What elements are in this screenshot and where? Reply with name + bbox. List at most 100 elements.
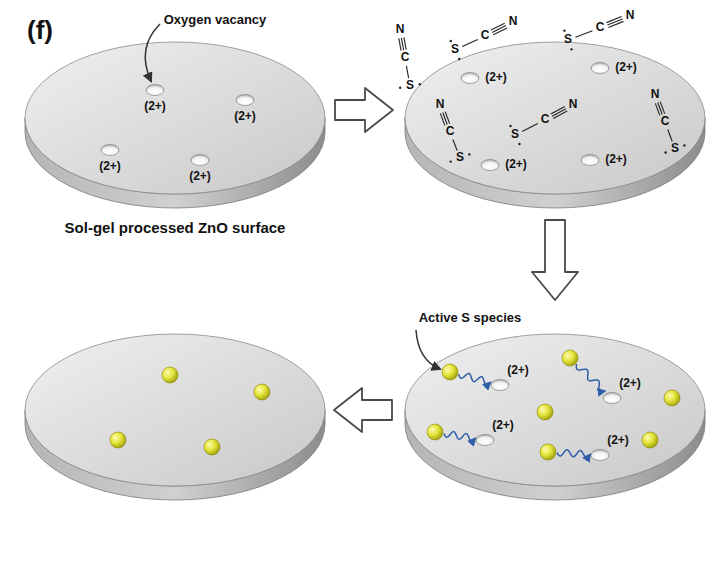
chemical-bond (445, 112, 449, 124)
charge-label: (2+) (234, 110, 256, 123)
atom-symbol: N (509, 15, 518, 28)
charge-label: (2+) (492, 419, 514, 432)
charge-label: (2+) (615, 61, 637, 74)
chemical-bond (462, 39, 478, 46)
oxygen-vacancy (603, 393, 621, 404)
lone-pair-dot (683, 144, 685, 146)
sulfur-sphere (204, 439, 220, 455)
atom-symbol: N (396, 23, 405, 36)
sulfur-sphere (427, 424, 443, 440)
lone-pair-dot (518, 143, 520, 145)
oxygen-vacancy (476, 435, 494, 446)
chemical-bond (406, 66, 408, 78)
process-arrow (335, 88, 393, 132)
lone-pair-dot (449, 160, 451, 162)
sulfur-sphere (562, 350, 578, 366)
chemical-bond (401, 38, 403, 50)
atom-symbol: S (671, 142, 679, 155)
sulfur-sphere (110, 432, 126, 448)
oxygen-vacancy (146, 85, 164, 96)
panel-label: (f) (27, 16, 53, 45)
molecule-group (399, 17, 686, 163)
atom-symbol: S (456, 151, 464, 164)
lone-pair-dot (419, 83, 421, 85)
atom-symbol: N (651, 88, 660, 101)
lone-pair-dot (509, 125, 511, 127)
zno-surface (25, 42, 325, 194)
sulfur-sphere (642, 432, 658, 448)
chemical-bond (608, 21, 623, 27)
sulfur-sphere (540, 444, 556, 460)
sulfur-sphere (254, 384, 270, 400)
chemical-bond (575, 31, 592, 37)
charge-label: (2+) (607, 434, 629, 447)
chemical-bond (493, 28, 507, 35)
chemical-bond (404, 37, 406, 49)
atom-symbol: C (541, 113, 550, 126)
charge-label: (2+) (189, 170, 211, 183)
lone-pair-dot (664, 151, 666, 153)
charge-label: (2+) (605, 153, 627, 166)
zno-surface (25, 334, 325, 486)
diffusion-arrow (557, 450, 590, 458)
charge-label: (2+) (144, 100, 166, 113)
zno-surface (405, 334, 705, 486)
atom-symbol: S (451, 43, 459, 56)
atom-symbol: S (511, 128, 519, 141)
oxygen-vacancy (191, 155, 209, 166)
lone-pair-dot (399, 87, 401, 89)
lone-pair-dot (458, 58, 460, 60)
chemical-bond (399, 38, 401, 50)
atom-symbol: C (481, 29, 490, 42)
chemical-bond (553, 111, 567, 118)
disc-group (25, 42, 705, 500)
atom-symbol: C (661, 115, 670, 128)
atom-symbol: S (406, 79, 414, 92)
chemical-bond (660, 102, 664, 114)
charge-label: (2+) (507, 364, 529, 377)
diffusion-arrow (576, 364, 604, 391)
process-arrow (334, 388, 392, 432)
charge-label: (2+) (485, 71, 507, 84)
callout-label: Active S species (419, 311, 522, 325)
lone-pair-dot (450, 40, 452, 42)
atom-symbol: N (436, 98, 445, 111)
oxygen-vacancy (461, 73, 479, 84)
atom-symbol: C (596, 21, 605, 34)
charge-label: (2+) (505, 158, 527, 171)
oxygen-vacancy (481, 160, 499, 171)
chemical-bond (606, 17, 621, 23)
leader-arrow (145, 24, 160, 81)
atom-symbol: C (446, 125, 455, 138)
oxygen-vacancy (236, 95, 254, 106)
diffusion-arrow (444, 432, 475, 442)
charge-label: (2+) (99, 160, 121, 173)
callout-label: Oxygen vacancy (164, 13, 267, 27)
oxygen-vacancy (581, 155, 599, 166)
oxygen-vacancy (491, 380, 509, 391)
atom-symbol: N (569, 98, 578, 111)
sulfur-sphere (442, 364, 458, 380)
diffusion-arrow (459, 373, 491, 384)
leader-arrow (416, 330, 440, 369)
process-arrow (532, 220, 578, 300)
atom-symbol: C (401, 51, 410, 64)
chemical-bond (453, 139, 457, 150)
caption-label: Sol-gel processed ZnO surface (65, 220, 286, 237)
lone-pair-dot (468, 153, 470, 155)
chemical-bond (607, 19, 622, 25)
atom-symbol: N (626, 9, 635, 22)
oxygen-vacancy (591, 450, 609, 461)
sulfur-sphere (162, 367, 178, 383)
chemical-bond (668, 130, 672, 142)
chemical-bond (522, 124, 538, 132)
charge-label: (2+) (619, 377, 641, 390)
oxygen-vacancy (591, 63, 609, 74)
sulfur-sphere (664, 390, 680, 406)
lone-pair-dot (563, 29, 565, 31)
zno-surface (405, 42, 705, 194)
sulfur-sphere (537, 404, 553, 420)
lone-pair-dot (570, 48, 572, 50)
